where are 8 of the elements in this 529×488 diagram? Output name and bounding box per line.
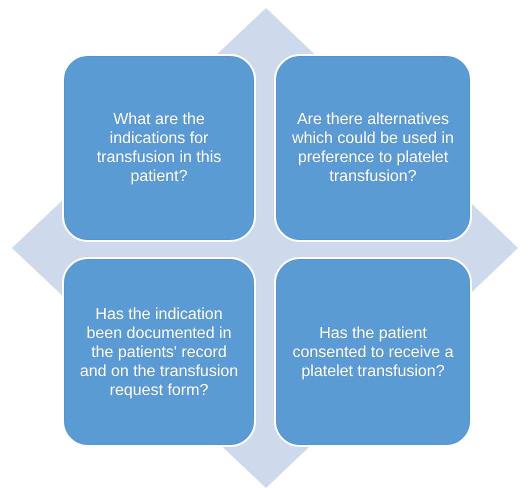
question-box: [62, 257, 256, 447]
question-text: Are there alternatives which could be used in preference to platelet transfusion?: [291, 110, 455, 186]
question-box: [274, 257, 472, 447]
question-text: What are the indications for transfusion in this patient?: [96, 110, 222, 186]
question-box: [274, 54, 472, 242]
question-text: Has the patient consented to receive a platelet transfusion?: [292, 324, 454, 380]
question-box: [62, 54, 256, 242]
question-text: Has the indication been documented in the patients' record and on the transfusion request form?: [78, 304, 240, 400]
